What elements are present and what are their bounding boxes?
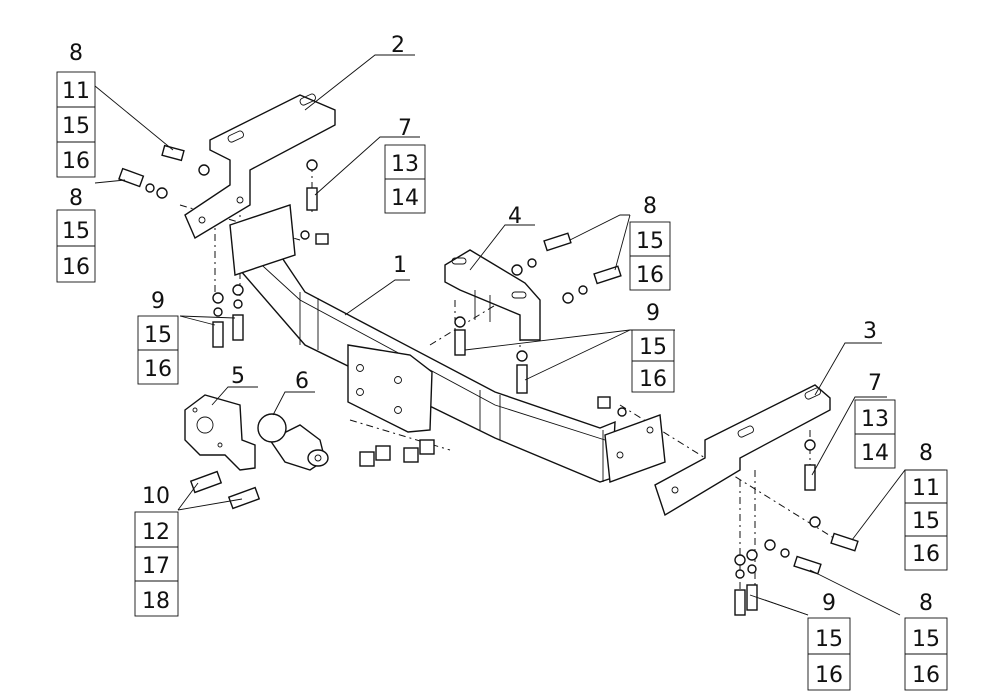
callout-2-label: 2 [391, 33, 405, 58]
callout-3: 3 [863, 319, 877, 344]
callout-5: 5 [231, 364, 245, 389]
svg-text:15: 15 [815, 627, 843, 652]
svg-text:16: 16 [636, 263, 664, 288]
svg-text:9: 9 [646, 301, 660, 326]
main-cross-beam [229, 204, 666, 483]
center-bracket [444, 249, 541, 341]
svg-text:16: 16 [815, 663, 843, 688]
callout-2: 2 [391, 33, 405, 58]
svg-text:8: 8 [643, 194, 657, 219]
svg-text:1: 1 [393, 253, 407, 278]
svg-text:15: 15 [912, 509, 940, 534]
callout-9-15-16-center: 9 15 16 [631, 301, 675, 393]
callout-4: 4 [508, 204, 522, 229]
svg-text:10: 10 [142, 484, 170, 509]
callout-8-11-15-16-left: 8 11 15 16 [56, 41, 96, 178]
callout-6: 6 [295, 369, 309, 394]
callout-7-13-14-right: 7 13 14 [854, 371, 896, 469]
callout-8-15-16-left: 8 15 16 [56, 186, 96, 283]
svg-text:7: 7 [398, 116, 412, 141]
callout-7-13-14-left: 7 13 14 [384, 116, 426, 214]
svg-text:18: 18 [142, 589, 170, 614]
svg-text:16: 16 [62, 149, 90, 174]
svg-text:7: 7 [868, 371, 882, 396]
callout-8-11-15-16-right: 8 11 15 16 [904, 441, 948, 571]
svg-text:8: 8 [919, 441, 933, 466]
svg-text:9: 9 [151, 289, 165, 314]
callout-8-15-16-center: 8 15 16 [629, 194, 671, 291]
svg-text:17: 17 [142, 554, 170, 579]
svg-text:15: 15 [639, 335, 667, 360]
svg-text:16: 16 [62, 255, 90, 280]
svg-text:3: 3 [863, 319, 877, 344]
svg-text:16: 16 [144, 357, 172, 382]
fasteners [118, 144, 859, 616]
callout-8-15-16-right: 8 15 16 [904, 591, 948, 691]
svg-text:6: 6 [295, 369, 309, 394]
svg-text:15: 15 [636, 229, 664, 254]
svg-text:4: 4 [508, 204, 522, 229]
svg-text:16: 16 [912, 542, 940, 567]
svg-text:9: 9 [822, 591, 836, 616]
svg-text:8: 8 [69, 41, 83, 66]
callout-1: 1 [393, 253, 407, 278]
svg-text:11: 11 [62, 79, 90, 104]
svg-text:15: 15 [912, 627, 940, 652]
svg-text:12: 12 [142, 520, 170, 545]
svg-text:11: 11 [912, 476, 940, 501]
svg-text:13: 13 [391, 152, 419, 177]
svg-text:8: 8 [69, 186, 83, 211]
svg-text:15: 15 [62, 114, 90, 139]
svg-text:15: 15 [144, 323, 172, 348]
svg-text:15: 15 [62, 219, 90, 244]
svg-text:8: 8 [919, 591, 933, 616]
callout-9-15-16-right: 9 15 16 [807, 591, 851, 691]
right-side-bracket [654, 384, 831, 517]
svg-text:5: 5 [231, 364, 245, 389]
svg-text:14: 14 [861, 441, 889, 466]
svg-text:13: 13 [861, 407, 889, 432]
svg-text:14: 14 [391, 186, 419, 211]
callout-9-15-16-left: 9 15 16 [137, 289, 179, 385]
callout-10-12-17-18: 10 12 17 18 [134, 484, 179, 617]
socket-plate [184, 394, 256, 471]
left-side-bracket [184, 93, 336, 240]
svg-text:16: 16 [639, 367, 667, 392]
svg-text:16: 16 [912, 663, 940, 688]
tow-ball [257, 413, 329, 471]
